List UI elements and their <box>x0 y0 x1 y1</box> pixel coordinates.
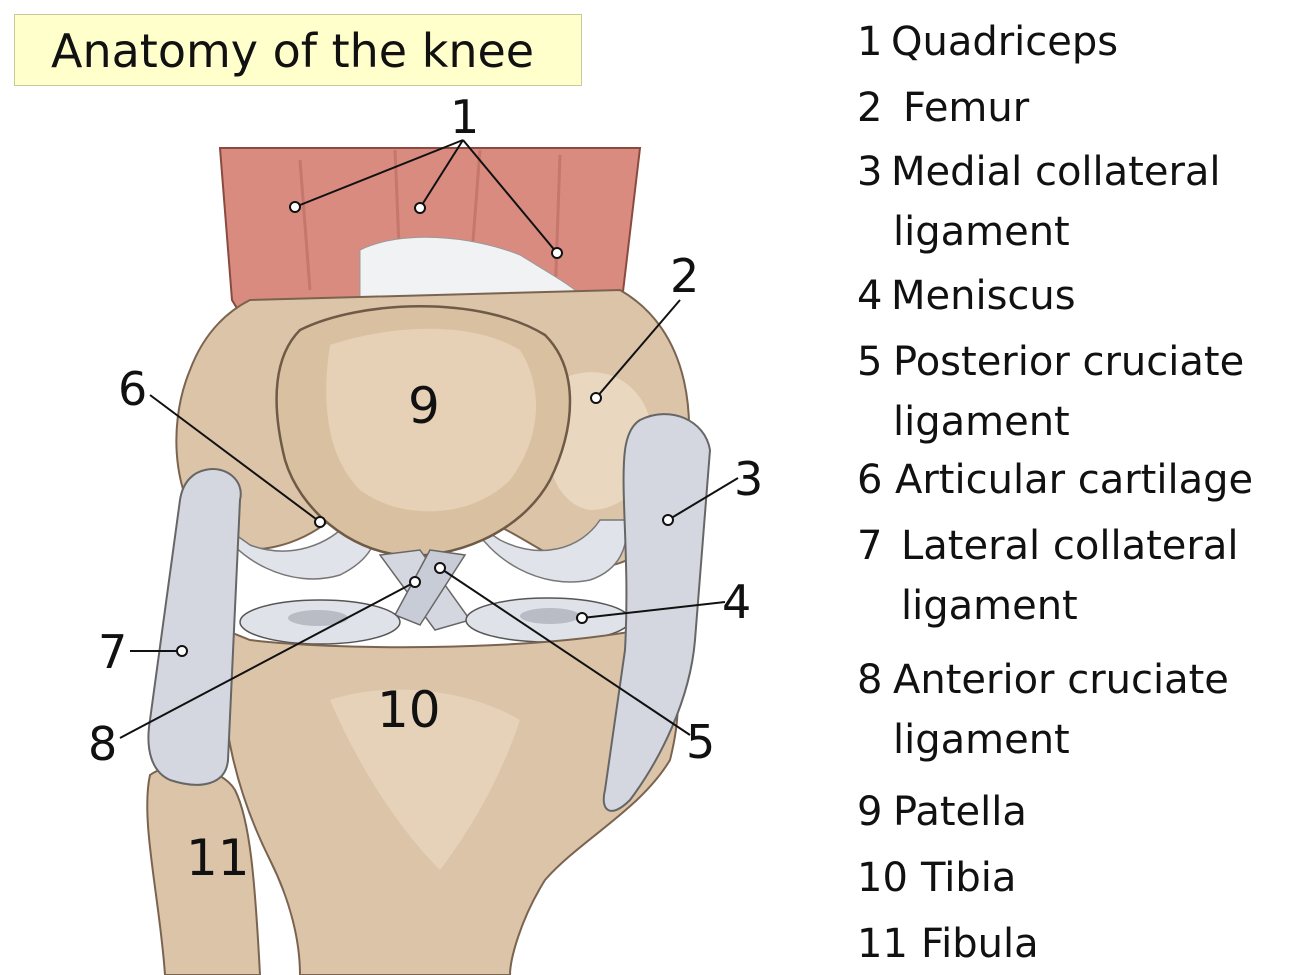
callout-4: 4 <box>722 575 751 629</box>
legend-number: 10 <box>857 855 908 901</box>
callout-3: 3 <box>734 452 763 506</box>
legend-label: ligament <box>893 399 1070 445</box>
callout-8: 8 <box>88 717 117 771</box>
legend-label: Articular cartilage <box>895 457 1254 503</box>
title-box: Anatomy of the knee <box>14 14 582 86</box>
medial-collateral-ligament <box>602 413 712 812</box>
legend-number: 6 <box>857 457 883 503</box>
legend-number: 9 <box>857 789 883 835</box>
legend-label: ligament <box>893 209 1070 255</box>
legend-label: Patella <box>893 789 1027 835</box>
diagram-title: Anatomy of the knee <box>51 24 535 78</box>
legend-label: Lateral collateral <box>901 523 1239 569</box>
legend-label: Quadriceps <box>891 19 1119 65</box>
legend-label: Posterior cruciate <box>893 339 1245 385</box>
legend-number: 7 <box>857 523 883 569</box>
legend-label: Femur <box>903 85 1030 131</box>
callout-7: 7 <box>98 625 127 679</box>
legend-number: 5 <box>857 339 883 385</box>
legend-number: 4 <box>857 273 883 319</box>
legend-label: Anterior cruciate <box>893 657 1229 703</box>
label-tibia-10: 10 <box>377 681 441 739</box>
lateral-collateral-ligament <box>147 468 242 786</box>
posterior-cruciate-ligament <box>393 549 467 626</box>
callout-1: 1 <box>450 90 479 144</box>
callout-2: 2 <box>670 249 699 303</box>
legend-label: Fibula <box>921 921 1039 967</box>
legend-number: 2 <box>857 85 883 131</box>
callout-5: 5 <box>686 715 715 769</box>
label-fibula-11: 11 <box>186 829 250 887</box>
label-patella-9: 9 <box>408 377 440 435</box>
legend-number: 1 <box>857 19 883 65</box>
legend-label: ligament <box>901 583 1078 629</box>
legend-number: 3 <box>857 149 883 195</box>
legend-label: Meniscus <box>891 273 1076 319</box>
legend-number: 8 <box>857 657 883 703</box>
callout-6: 6 <box>118 362 147 416</box>
legend-label: Tibia <box>921 855 1017 901</box>
legend-number: 11 <box>857 921 908 967</box>
legend-label: Medial collateral <box>891 149 1221 195</box>
legend-label: ligament <box>893 717 1070 763</box>
